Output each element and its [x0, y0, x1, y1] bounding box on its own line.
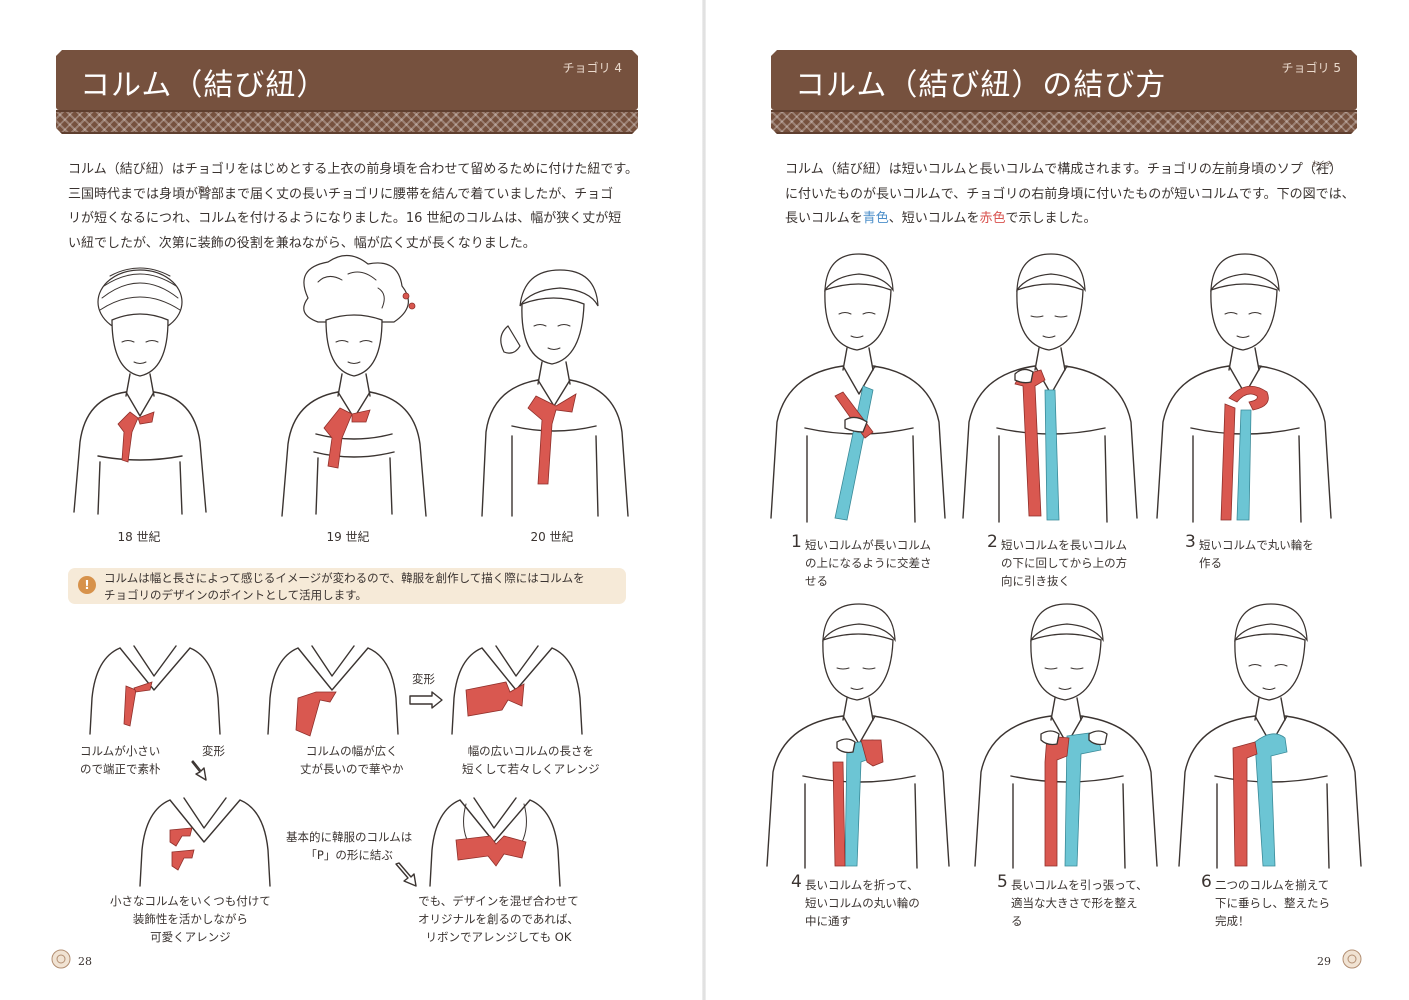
arrow-right-icon [409, 691, 443, 709]
transform-label: 変形 [202, 744, 225, 758]
exclamation-icon: ! [78, 576, 96, 594]
paragraph-line: コルム（結び紐）は短いコルムと長いコルムで構成されます。チョゴリの左前身頃のソプ… [785, 160, 1342, 177]
step-6-figure [1178, 603, 1362, 869]
transform-label: 変形 [412, 672, 435, 686]
paragraph-line: リが短くなるにつれ、コルムを付けるようになりました。16 世紀のコルムは、幅が狭… [68, 211, 622, 226]
step-4-figure [766, 603, 950, 869]
section-banner: コルム（結び紐）の結び方 チョゴリ 5 [771, 50, 1357, 132]
caption-ribbon-korum: でも、デザインを混ぜ合わせてオリジナルを創るのであれば、リボンでアレンジしても … [418, 894, 579, 944]
variant-multiple-korum-sketch [139, 797, 271, 887]
section-tag: チョゴリ 4 [562, 61, 622, 75]
intro-paragraph: コルム（結び紐）はチョゴリをはじめとする上衣の前身頃を合わせて留めるために付けた… [68, 158, 648, 256]
page-title: コルム（結び紐）の結び方 [795, 68, 1167, 103]
tip-note-text: コルムは幅と長さによって感じるイメージが変わるので、韓服を創作して描く際にはコル… [104, 571, 585, 602]
step-4-caption: 4 長いコルムを折って、短いコルムの丸い輪の中に通す [791, 872, 920, 928]
right-page: コルム（結び紐）の結び方 チョゴリ 5 コルム（結び紐）は短いコルムと長いコルム… [705, 0, 1409, 1000]
page-number: 28 [78, 955, 92, 968]
variant-small-korum-sketch [89, 645, 221, 735]
section-banner: コルム（結び紐） チョゴリ 4 [56, 50, 638, 132]
step-5-figure [974, 603, 1158, 869]
page-ornament-icon [51, 949, 71, 969]
banner-pattern-border [771, 110, 1357, 134]
banner-pattern-border [56, 110, 638, 134]
caption-wide-korum: コルムの幅が広く丈が長いので華やか [300, 744, 404, 776]
step-2-caption: 2 短いコルムを長いコルムの下に回してから上の方向に引き抜く [987, 532, 1128, 588]
figure-20th-century [481, 269, 629, 517]
figure-19th-century [281, 254, 427, 517]
tip-note: ! コルムは幅と長さによって感じるイメージが変わるので、韓服を創作して描く際には… [68, 568, 626, 604]
caption-20th-century: 20 世紀 [530, 530, 574, 544]
caption-small-korum: コルムが小さいので端正で素朴 [80, 744, 161, 776]
caption-18th-century: 18 世紀 [117, 530, 161, 544]
caption-multiple-korum: 小さなコルムをいくつも付けて装飾性を活かしながら可愛くアレンジ [110, 894, 271, 944]
page-title: コルム（結び紐） [80, 68, 328, 103]
step-5-caption: 5 長いコルムを引っ張って、適当な大きさで形を整える [997, 872, 1148, 928]
section-tag: チョゴリ 5 [1281, 61, 1341, 75]
caption-p-shape: 基本的に韓服のコルムは「P」の形に結ぶ [286, 830, 413, 862]
arrow-down-right-icon [395, 862, 417, 887]
blue-highlight: 青色 [862, 211, 889, 226]
page-ornament-icon [1342, 949, 1362, 969]
ruby-text: 臀でん [197, 184, 212, 202]
paragraph-line: 三国時代までは身頃が臀でん部まで届く丈の長いチョゴリに腰帯を結んで着ていましたが… [68, 184, 614, 202]
step-1-figure [770, 253, 946, 523]
page-number: 29 [1317, 955, 1331, 968]
book-spine [702, 0, 706, 1000]
left-page: コルム（結び紐） チョゴリ 4 コルム（結び紐）はチョゴリをはじめとする上衣の前… [0, 0, 704, 1000]
step-6-caption: 6 二つのコルムを揃えて下に垂らし、整えたら完成！ [1201, 872, 1330, 928]
step-2-figure [962, 253, 1138, 523]
step-3-figure [1156, 253, 1332, 523]
variant-ribbon-korum-sketch [429, 797, 561, 887]
paragraph-line: 長いコルムを青色、短いコルムを赤色で示しました。 [785, 211, 1097, 226]
variant-short-wide-korum-sketch [451, 645, 583, 735]
caption-19th-century: 19 世紀 [326, 530, 370, 544]
ruby-text: 衽おくみ [1311, 160, 1334, 177]
red-highlight: 赤色 [979, 211, 1006, 226]
intro-paragraph: コルム（結び紐）は短いコルムと長いコルムで構成されます。チョゴリの左前身頃のソプ… [785, 158, 1385, 232]
variant-wide-korum-sketch [267, 645, 399, 737]
paragraph-line: コルム（結び紐）はチョゴリをはじめとする上衣の前身頃を合わせて留めるために付けた… [68, 162, 639, 177]
step-3-caption: 3 短いコルムで丸い輪を作る [1185, 532, 1314, 570]
paragraph-line: に付いたものが長いコルムで、チョゴリの右前身頃に付いたものが短いコルムです。下の… [785, 186, 1355, 202]
paragraph-line: い紐でしたが、次第に装飾の役割を兼ねながら、幅が広く丈が長くなりました。 [68, 235, 536, 251]
figure-18th-century [73, 267, 207, 515]
arrow-down-icon [191, 760, 207, 781]
step-1-caption: 1 短いコルムが長いコルムの上になるように交差させる [791, 532, 932, 588]
caption-short-wide-korum: 幅の広いコルムの長さを短くして若々しくアレンジ [462, 744, 600, 776]
